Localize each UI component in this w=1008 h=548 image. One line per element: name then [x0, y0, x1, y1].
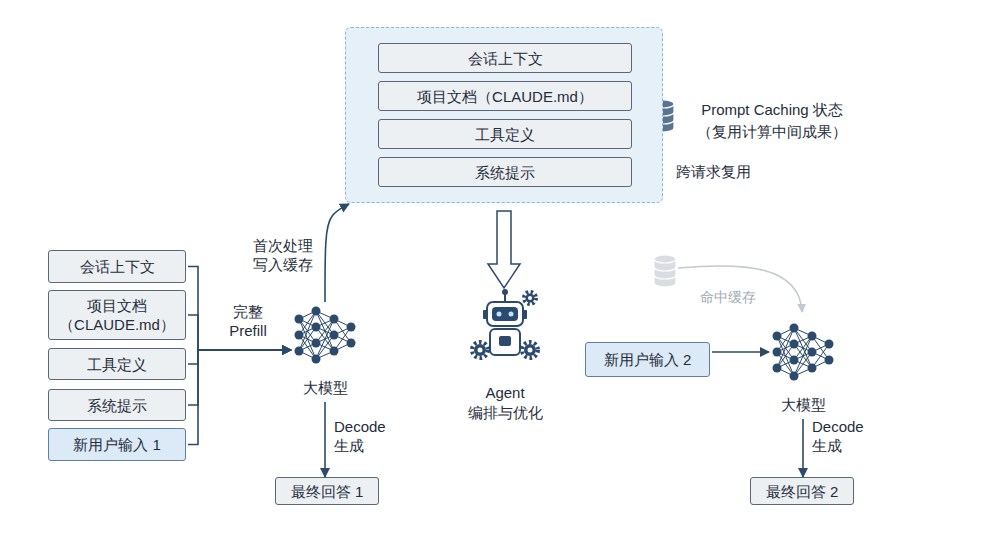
node-label: 跨请求复用 — [676, 161, 796, 183]
model-node: 大模型 — [765, 317, 841, 415]
flow-arrow — [188, 267, 291, 351]
node-label: 项目文档（CLAUDE.md） — [417, 87, 593, 106]
flow-arrow — [802, 419, 804, 477]
database-icon-faded — [654, 255, 676, 287]
context-box: 项目文档（CLAUDE.md） — [378, 81, 632, 111]
answer-box: 最终回答 1 — [275, 477, 379, 505]
node-label: 工具定义 — [475, 125, 535, 144]
node-label: 新用户输入 1 — [73, 435, 161, 454]
node-label: 工具定义 — [87, 355, 147, 374]
context-box: 系统提示 — [48, 389, 186, 421]
cache-hit-label: 命中缓存 — [700, 288, 780, 306]
flow-arrow — [324, 402, 326, 477]
node-label: 系统提示 — [475, 163, 535, 182]
context-box: 工具定义 — [378, 119, 632, 149]
flow-arrow — [712, 351, 769, 353]
node-label: 大模型 — [781, 395, 826, 415]
context-box: 项目文档 （CLAUDE.md） — [48, 290, 186, 340]
edge-label: Decode 生成 — [334, 417, 396, 455]
flow-arrow — [188, 350, 291, 364]
flow-arrow — [188, 315, 291, 350]
cache-region: Prompt Caching 状态 （复用计算中间成果）跨请求复用会话上下文项目… — [345, 27, 663, 203]
agent-node: Agent 编排与优化 — [455, 290, 555, 423]
node-label: 系统提示 — [87, 396, 147, 415]
context-box: 系统提示 — [378, 157, 632, 187]
node-label: 会话上下文 — [80, 257, 155, 276]
edge-label: 首次处理 写入缓存 — [248, 236, 318, 274]
edge-label: Decode 生成 — [812, 417, 874, 455]
cache-hit-arrow — [678, 266, 802, 312]
node-label: Prompt Caching 状态 （复用计算中间成果） — [674, 99, 870, 143]
node-label: 最终回答 2 — [766, 482, 839, 501]
model-node: 大模型 — [285, 300, 365, 398]
node-label: Agent 编排与优化 — [455, 383, 555, 423]
edge-label: 完整 Prefill — [216, 302, 280, 340]
flow-arrow — [325, 204, 349, 302]
flow-arrow — [188, 350, 291, 445]
block-arrow — [488, 211, 520, 288]
node-label: 会话上下文 — [468, 49, 543, 68]
answer-box: 最终回答 2 — [750, 477, 854, 505]
node-label: 项目文档 （CLAUDE.md） — [49, 296, 185, 334]
context-box: 工具定义 — [48, 348, 186, 380]
node-label: 新用户输入 2 — [604, 350, 692, 369]
node-label: 大模型 — [303, 378, 348, 398]
robot-icon — [472, 289, 538, 358]
neural-network-icon — [295, 307, 356, 364]
node-label: 最终回答 1 — [291, 482, 364, 501]
input-box: 新用户输入 2 — [585, 342, 710, 377]
flow-arrow — [188, 350, 291, 405]
input-box: 新用户输入 1 — [48, 428, 186, 461]
context-box: 会话上下文 — [48, 250, 186, 283]
neural-network-icon — [773, 324, 834, 381]
context-box: 会话上下文 — [378, 43, 632, 73]
